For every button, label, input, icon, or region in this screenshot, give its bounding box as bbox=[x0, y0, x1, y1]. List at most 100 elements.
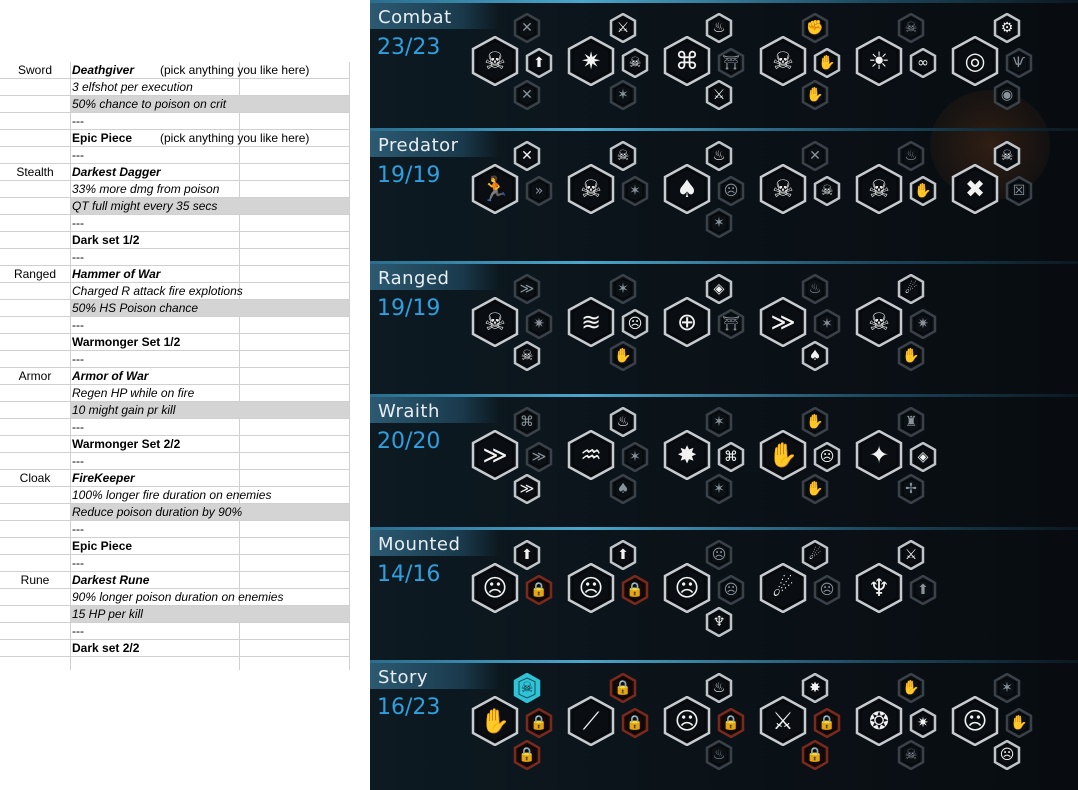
skull-badge-icon[interactable]: ☠ bbox=[992, 141, 1022, 171]
target-icon[interactable]: ◎ bbox=[950, 36, 1000, 86]
flame-small-icon[interactable]: ♨ bbox=[704, 740, 734, 770]
fist-icon[interactable]: ✊ bbox=[800, 13, 830, 43]
spike-icon[interactable]: ✶ bbox=[704, 474, 734, 504]
compass-icon[interactable]: ◈ bbox=[704, 274, 734, 304]
spider-icon[interactable]: ✷ bbox=[908, 309, 938, 339]
skull-cluster-icon[interactable]: ☠ bbox=[758, 164, 808, 214]
claw-strike-icon[interactable]: ≫ bbox=[470, 430, 520, 480]
skull-small-icon[interactable]: ☠ bbox=[812, 176, 842, 206]
meteor-icon[interactable]: ☄ bbox=[800, 540, 830, 570]
spider-icon[interactable]: ✷ bbox=[524, 309, 554, 339]
gate-icon[interactable]: ⛩ bbox=[716, 309, 746, 339]
slash-burst-icon[interactable]: ✷ bbox=[566, 36, 616, 86]
gate-icon[interactable]: ⛩ bbox=[716, 48, 746, 78]
winged-target-icon[interactable]: ⊕ bbox=[662, 297, 712, 347]
starburst-icon[interactable]: ✸ bbox=[662, 430, 712, 480]
crossed-arrows-icon[interactable]: ✕ bbox=[800, 141, 830, 171]
lock-icon[interactable]: 🔒 bbox=[524, 708, 554, 738]
lattice-icon[interactable]: ⌘ bbox=[512, 407, 542, 437]
skull-small-icon[interactable]: ☠ bbox=[896, 740, 926, 770]
burst-icon[interactable]: ✶ bbox=[608, 274, 638, 304]
radiant-skull-icon[interactable]: ☀ bbox=[854, 36, 904, 86]
hand-icon[interactable]: ✋ bbox=[800, 474, 830, 504]
skull-shot-icon[interactable]: ☠ bbox=[854, 297, 904, 347]
skull-axe-icon[interactable]: ☠ bbox=[608, 141, 638, 171]
flame-small-icon[interactable]: ♨ bbox=[608, 407, 638, 437]
hand-icon[interactable]: ✋ bbox=[908, 176, 938, 206]
flame-small-icon[interactable]: ♨ bbox=[800, 274, 830, 304]
torch-icon[interactable]: ♨ bbox=[704, 141, 734, 171]
skull-small-icon[interactable]: ☠ bbox=[512, 341, 542, 371]
orc-profile-icon[interactable]: ☹ bbox=[662, 696, 712, 746]
warg-icon[interactable]: ☹ bbox=[470, 563, 520, 613]
hand-icon[interactable]: ✋ bbox=[800, 407, 830, 437]
arrows-icon[interactable]: ≫ bbox=[512, 274, 542, 304]
wing-icon[interactable]: ♆ bbox=[704, 607, 734, 637]
blade-icon[interactable]: ⟋ bbox=[566, 696, 616, 746]
lock-icon[interactable]: 🔒 bbox=[512, 740, 542, 770]
tattered-icon[interactable]: ♒ bbox=[566, 430, 616, 480]
spider-icon[interactable]: ✷ bbox=[908, 708, 938, 738]
skull-fire-icon[interactable]: ☠ bbox=[854, 164, 904, 214]
lock-icon[interactable]: 🔒 bbox=[620, 708, 650, 738]
lock-icon[interactable]: 🔒 bbox=[620, 575, 650, 605]
burst-icon[interactable]: ✶ bbox=[704, 407, 734, 437]
star-shield-icon[interactable]: ✦ bbox=[854, 430, 904, 480]
ring-icon[interactable]: ◉ bbox=[992, 80, 1022, 110]
wave-arrows-icon[interactable]: ≋ bbox=[566, 297, 616, 347]
meteor-shower-icon[interactable]: ☄ bbox=[758, 563, 808, 613]
demon-face-icon[interactable]: ☹ bbox=[812, 442, 842, 472]
arrow-mark-icon[interactable]: ⬆ bbox=[524, 48, 554, 78]
flame-small-icon[interactable]: ♨ bbox=[704, 673, 734, 703]
shield-x-icon[interactable]: ✖ bbox=[950, 164, 1000, 214]
drop-triad-icon[interactable]: ♠ bbox=[608, 474, 638, 504]
burst-icon[interactable]: ✶ bbox=[812, 309, 842, 339]
rune-icon[interactable]: Ѱ bbox=[1004, 48, 1034, 78]
twin-skull-icon[interactable]: ☠ bbox=[896, 13, 926, 43]
cog-icon[interactable]: ⚙ bbox=[992, 13, 1022, 43]
lattice-icon[interactable]: ⌘ bbox=[662, 36, 712, 86]
demon-face-icon[interactable]: ☹ bbox=[992, 740, 1022, 770]
lock-icon[interactable]: 🔒 bbox=[608, 673, 638, 703]
lock-icon[interactable]: 🔒 bbox=[524, 575, 554, 605]
drop-triad-icon[interactable]: ♠ bbox=[662, 164, 712, 214]
demon-face-icon[interactable]: ☹ bbox=[716, 176, 746, 206]
beast-icon[interactable]: ☹ bbox=[812, 575, 842, 605]
lock-icon[interactable]: 🔒 bbox=[812, 708, 842, 738]
fire-skull-icon[interactable]: ☠ bbox=[470, 297, 520, 347]
hand-icon[interactable]: ✋ bbox=[896, 341, 926, 371]
flame-small-icon[interactable]: ♨ bbox=[896, 141, 926, 171]
crossed-arrows-icon[interactable]: ✕ bbox=[512, 80, 542, 110]
crossed-arrows-icon[interactable]: ✕ bbox=[512, 13, 542, 43]
starburst-icon[interactable]: ✸ bbox=[800, 673, 830, 703]
burst-icon[interactable]: ✶ bbox=[992, 673, 1022, 703]
scythe-arrows-icon[interactable]: ≫ bbox=[758, 297, 808, 347]
sword-pair-icon[interactable]: ⚔ bbox=[608, 13, 638, 43]
arrow-mark-icon[interactable]: ⬆ bbox=[512, 540, 542, 570]
running-man-icon[interactable]: 🏃 bbox=[470, 164, 520, 214]
hand-icon[interactable]: ✋ bbox=[608, 341, 638, 371]
clawed-hand-icon[interactable]: ✋ bbox=[758, 430, 808, 480]
lattice-icon[interactable]: ⌘ bbox=[716, 442, 746, 472]
meteor-icon[interactable]: ☄ bbox=[896, 274, 926, 304]
lock-icon[interactable]: 🔒 bbox=[800, 740, 830, 770]
lock-icon[interactable]: 🔒 bbox=[716, 708, 746, 738]
beast-icon[interactable]: ☹ bbox=[704, 540, 734, 570]
arrow-mark-icon[interactable]: ⬆ bbox=[908, 575, 938, 605]
crossed-swords-icon[interactable]: ⚔ bbox=[896, 540, 926, 570]
spiral-icon[interactable]: ∞ bbox=[908, 48, 938, 78]
beast-icon[interactable]: ☹ bbox=[716, 575, 746, 605]
claw-icon[interactable]: ✋ bbox=[812, 48, 842, 78]
flame-small-icon[interactable]: ♨ bbox=[704, 13, 734, 43]
mug-icon[interactable]: ♜ bbox=[896, 407, 926, 437]
skull-small-icon[interactable]: ☠ bbox=[620, 48, 650, 78]
leaping-figure-icon[interactable]: ⚔ bbox=[758, 696, 808, 746]
drop-triad-icon[interactable]: ♠ bbox=[800, 341, 830, 371]
arrows-icon[interactable]: ≫ bbox=[512, 474, 542, 504]
arrows-icon[interactable]: ≫ bbox=[524, 442, 554, 472]
hand-icon[interactable]: ✋ bbox=[800, 80, 830, 110]
hand-icon[interactable]: ✋ bbox=[896, 673, 926, 703]
knot-icon[interactable]: ✢ bbox=[896, 474, 926, 504]
skull-sword-icon[interactable]: ☠ bbox=[566, 164, 616, 214]
sigil-icon[interactable]: ❂ bbox=[854, 696, 904, 746]
